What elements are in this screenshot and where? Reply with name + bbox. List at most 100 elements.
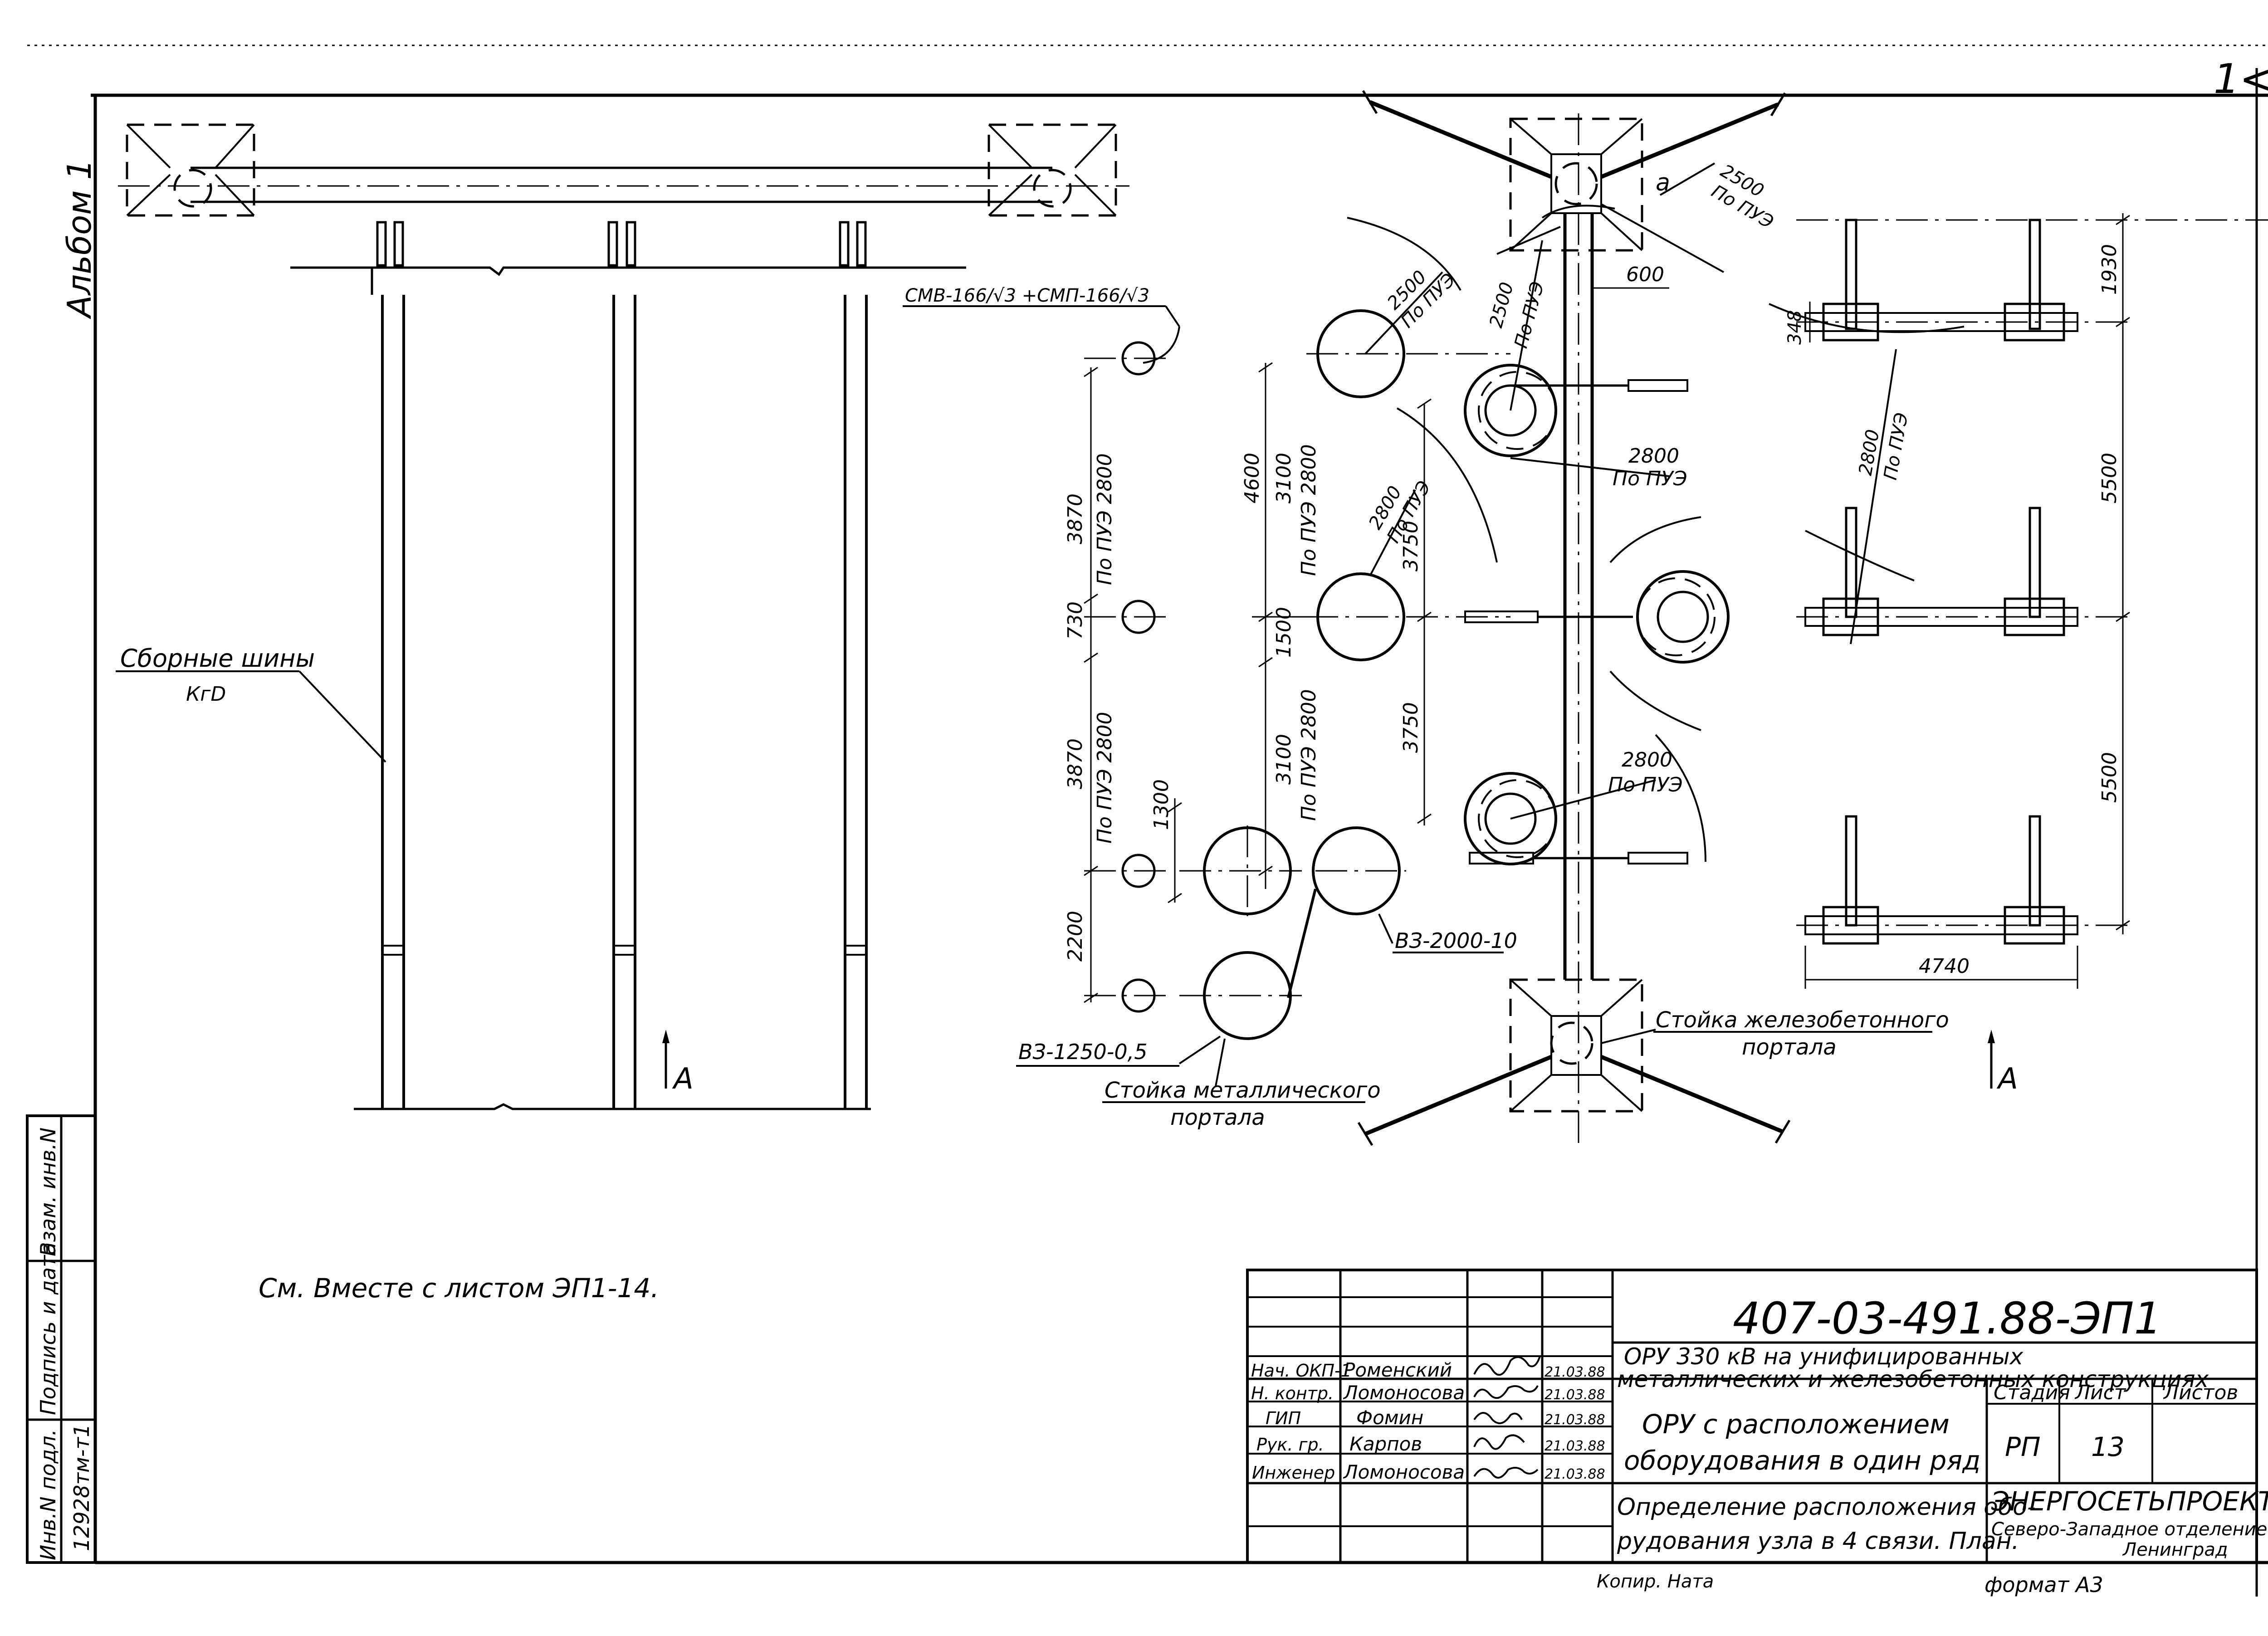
sig-date: 21.03.88 — [1545, 1466, 1605, 1482]
drawing-title-2: рудования узла в 4 связи. План. — [1617, 1528, 2019, 1555]
pue-2800-d: По ПУЭ 2800 — [1297, 689, 1320, 821]
isolator-row-3 — [1796, 815, 2132, 945]
project-title-2: металлических и железобетонных конструкц… — [1617, 1366, 2209, 1392]
inv-number: 12928тм-т1 — [69, 1424, 94, 1552]
title-block: 407-03-491.88-ЭП1 ОРУ 330 кВ на унифицир… — [1246, 1269, 2268, 1564]
insulators — [376, 221, 867, 267]
phase-unit-mid — [1464, 570, 1730, 664]
side-stamp: Альбом 1 Инв.N подл. Подпись и дата Взам… — [26, 159, 98, 1564]
dim-730: 730 — [1064, 601, 1087, 640]
dim-5500-b: 5500 — [2098, 752, 2121, 803]
dim-3750-b: 3750 — [1399, 702, 1422, 753]
sig-role: Н. контр. — [1251, 1383, 1334, 1403]
album-label: Альбом 1 — [60, 159, 98, 319]
sig-date: 21.03.88 — [1545, 1412, 1605, 1428]
pue-2800-a: По ПУЭ 2800 — [1093, 453, 1116, 585]
stamp-inv-label: Инв.N подл. — [36, 1429, 60, 1560]
dim-3100-top: 3100 — [1272, 453, 1295, 503]
left-elevation-view: Сборные шины КгD СМВ-166/√3 +СМП-166/√3 … — [116, 123, 1166, 1110]
dim-4740: 4740 — [1919, 955, 1970, 978]
dim-3870-top: 3870 — [1064, 493, 1087, 544]
dim-1930: 1930 — [2098, 244, 2121, 295]
sig-role: Инженер — [1252, 1463, 1335, 1483]
dim-2200: 2200 — [1064, 911, 1087, 962]
copied-by: Копир. Ната — [1597, 1571, 1714, 1592]
stamp-replace-label: Взам. инв.N — [36, 1128, 60, 1256]
metal-portal-label: Стойка металлического — [1105, 1078, 1381, 1103]
see-also-note: См. Вместе с листом ЭП1-14. — [259, 1273, 659, 1304]
isolator-row-1 — [1796, 219, 2132, 342]
sig-date: 21.03.88 — [1545, 1364, 1605, 1380]
pue-2800-c: По ПУЭ 2800 — [1297, 444, 1320, 576]
dim-2800-b: 2800 — [1628, 444, 1679, 468]
busbar-1 — [381, 295, 405, 1109]
foundation-right — [987, 123, 1117, 217]
sig-name: Ломоносова — [1343, 1461, 1465, 1483]
pue-2800-b: По ПУЭ 2800 — [1093, 712, 1116, 844]
sig-role: Рук. гр. — [1256, 1435, 1324, 1455]
sig-name: Ломоносова — [1343, 1382, 1465, 1404]
section-mark-left-label: А — [672, 1062, 694, 1096]
phase-unit-top — [1464, 364, 1688, 457]
phase-unit-bot — [1464, 772, 1688, 865]
middle-dimension-column: 3870 По ПУЭ 2800 730 3870 По ПУЭ 2800 22… — [1064, 305, 1182, 1013]
dim-2800-d: 2800 — [1855, 428, 1884, 477]
project-title-1: ОРУ 330 кВ на унифицированных — [1624, 1343, 2024, 1370]
sheet-frame: 1< — [27, 44, 2268, 1597]
dim-1300: 1300 — [1150, 779, 1173, 830]
format-label: формат А3 — [1984, 1573, 2103, 1597]
concrete-portal-label: Стойка железобетонного — [1656, 1007, 1949, 1033]
pue-e: По ПУЭ — [1608, 773, 1683, 796]
sheet-value: 13 — [2091, 1431, 2125, 1462]
cable-label: СМВ-166/√3 +СМП-166/√3 — [905, 285, 1149, 306]
dim-348: 348 — [1784, 310, 1805, 345]
sig-date: 21.03.88 — [1545, 1438, 1605, 1454]
signature-row: Инженер Ломоносова 21.03.88 — [1252, 1461, 1605, 1483]
sig-date: 21.03.88 — [1545, 1387, 1605, 1403]
org-city: Ленинград — [2122, 1539, 2228, 1560]
section-mark-right-label: А — [1996, 1062, 2018, 1096]
signature-row: Н. контр. Ломоносова 21.03.88 — [1251, 1382, 1605, 1404]
busbar-callout-sublabel: КгD — [186, 683, 226, 706]
dim-3750-a: 3750 — [1399, 521, 1422, 571]
dim-3870-bot: 3870 — [1064, 738, 1087, 789]
pue-d: По ПУЭ — [1613, 467, 1687, 490]
sig-name: Роменский — [1344, 1359, 1452, 1381]
dim-3100-bot: 3100 — [1272, 734, 1295, 785]
signature-row: Рук. гр. Карпов 21.03.88 — [1256, 1433, 1605, 1455]
isolator-row-2 — [1796, 507, 2132, 636]
metal-portal-label-2: портала — [1170, 1105, 1265, 1130]
concrete-portal-label-2: портала — [1742, 1035, 1837, 1060]
sheet-header: Лист — [2074, 1381, 2126, 1404]
right-isolator-plan: 1930 5500 5500 348 2800 По ПУЭ 4740 — [1769, 213, 2268, 989]
section-mark-right: А — [1988, 1030, 2018, 1096]
busbar-3 — [844, 295, 868, 1109]
org-branch: Северо-Западное отделение — [1991, 1519, 2267, 1540]
sig-role: Нач. ОКП-1 — [1251, 1361, 1352, 1381]
sig-role: ГИП — [1266, 1408, 1301, 1428]
doc-code: 407-03-491.88-ЭП1 — [1733, 1293, 2162, 1344]
dim-5500-a: 5500 — [2098, 453, 2121, 503]
dim-4600: 4600 — [1241, 453, 1264, 503]
sheet-title-1: ОРУ с расположением — [1642, 1409, 1950, 1440]
disconnectors: ВЗ-2000-10 ВЗ-1250-0,5 Стойка металличес… — [1016, 825, 1517, 1130]
breaker-2000-label: ВЗ-2000-10 — [1395, 928, 1517, 953]
dim-2800-c: 2800 — [1622, 748, 1672, 772]
sig-name: Фомин — [1356, 1406, 1423, 1429]
sheets-header: Листов — [2163, 1381, 2238, 1404]
signature-row: ГИП Фомин 21.03.88 — [1266, 1406, 1605, 1429]
signature-row: Нач. ОКП-1 Роменский 21.03.88 — [1251, 1356, 1605, 1381]
stage-header: Стадия — [1994, 1381, 2070, 1404]
section-mark-left: А — [662, 1030, 694, 1096]
center-plan-view: 4600 3100 По ПУЭ 2800 1500 3100 По ПУЭ 2… — [1241, 90, 2018, 1146]
drawing-title-1: Определение расположения обо- — [1617, 1494, 2036, 1521]
dim-1500: 1500 — [1272, 607, 1295, 658]
breaker-1250-label: ВЗ-1250-0,5 — [1018, 1040, 1147, 1064]
foundation-left — [126, 123, 255, 217]
stamp-sign-label: Подпись и дата — [36, 1242, 60, 1415]
sig-name: Карпов — [1349, 1433, 1422, 1455]
a-mark: а — [1656, 169, 1670, 196]
sheet-title-2: оборудования в один ряд — [1624, 1445, 1980, 1476]
stage-value: РП — [2005, 1431, 2041, 1462]
